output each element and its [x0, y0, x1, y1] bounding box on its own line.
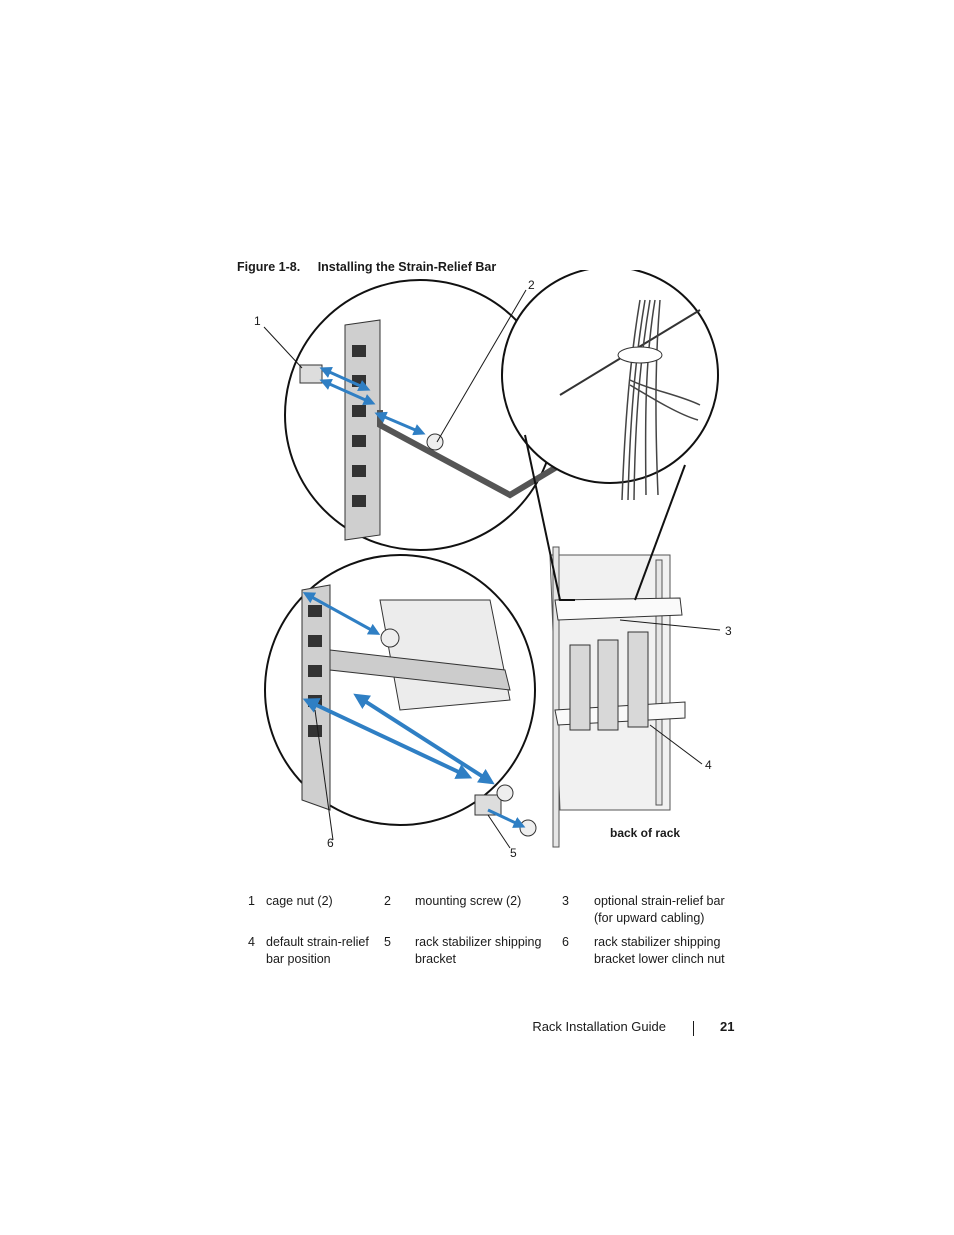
magnified-view-top [284, 279, 562, 551]
callout-2: 2 [528, 278, 535, 292]
legend-text: rack stabilizer shipping bracket [415, 935, 542, 966]
figure-caption: Figure 1-8. Installing the Strain-Relief… [237, 260, 496, 274]
callout-leaders [263, 289, 721, 849]
legend-number: 6 [562, 935, 569, 949]
figure-title: Installing the Strain-Relief Bar [317, 260, 497, 274]
callout-6: 6 [327, 836, 334, 850]
legend-number: 4 [248, 935, 255, 949]
legend-number: 5 [384, 935, 391, 949]
magnified-view-bottom [264, 554, 537, 837]
footer-title: Rack Installation Guide [532, 1019, 666, 1034]
legend-text: mounting screw (2) [415, 894, 522, 908]
figure-number: Figure 1-8. [237, 260, 301, 274]
legend-row: 4 default strain-relief bar position 5 r… [240, 934, 740, 975]
legend-text: rack stabilizer shipping bracket lower c… [594, 935, 725, 966]
legend-text: default strain-relief bar position [266, 935, 369, 966]
back-of-rack-label: back of rack [610, 826, 681, 840]
legend-number: 1 [248, 894, 255, 908]
legend-text: cage nut (2) [266, 894, 333, 908]
legend-text: optional strain-relief bar (for upward c… [594, 894, 725, 925]
rack-illustration [549, 546, 686, 848]
legend-number: 2 [384, 894, 391, 908]
callout-3: 3 [725, 624, 732, 638]
page-footer: Rack Installation Guide 21 [0, 1019, 954, 1039]
legend-row: 1 cage nut (2) 2 mounting screw (2) 3 op… [240, 893, 740, 934]
strain-relief-diagram [263, 266, 721, 849]
callout-1: 1 [254, 314, 261, 328]
legend-number: 3 [562, 894, 569, 908]
footer-divider [693, 1021, 694, 1036]
page-number: 21 [720, 1019, 735, 1034]
magnified-view-cables [501, 266, 719, 601]
figure-legend: 1 cage nut (2) 2 mounting screw (2) 3 op… [240, 893, 740, 975]
callout-4: 4 [705, 758, 712, 772]
figure-illustration: 1 2 3 4 5 6 back of rack [230, 266, 750, 870]
callout-5: 5 [510, 846, 517, 860]
